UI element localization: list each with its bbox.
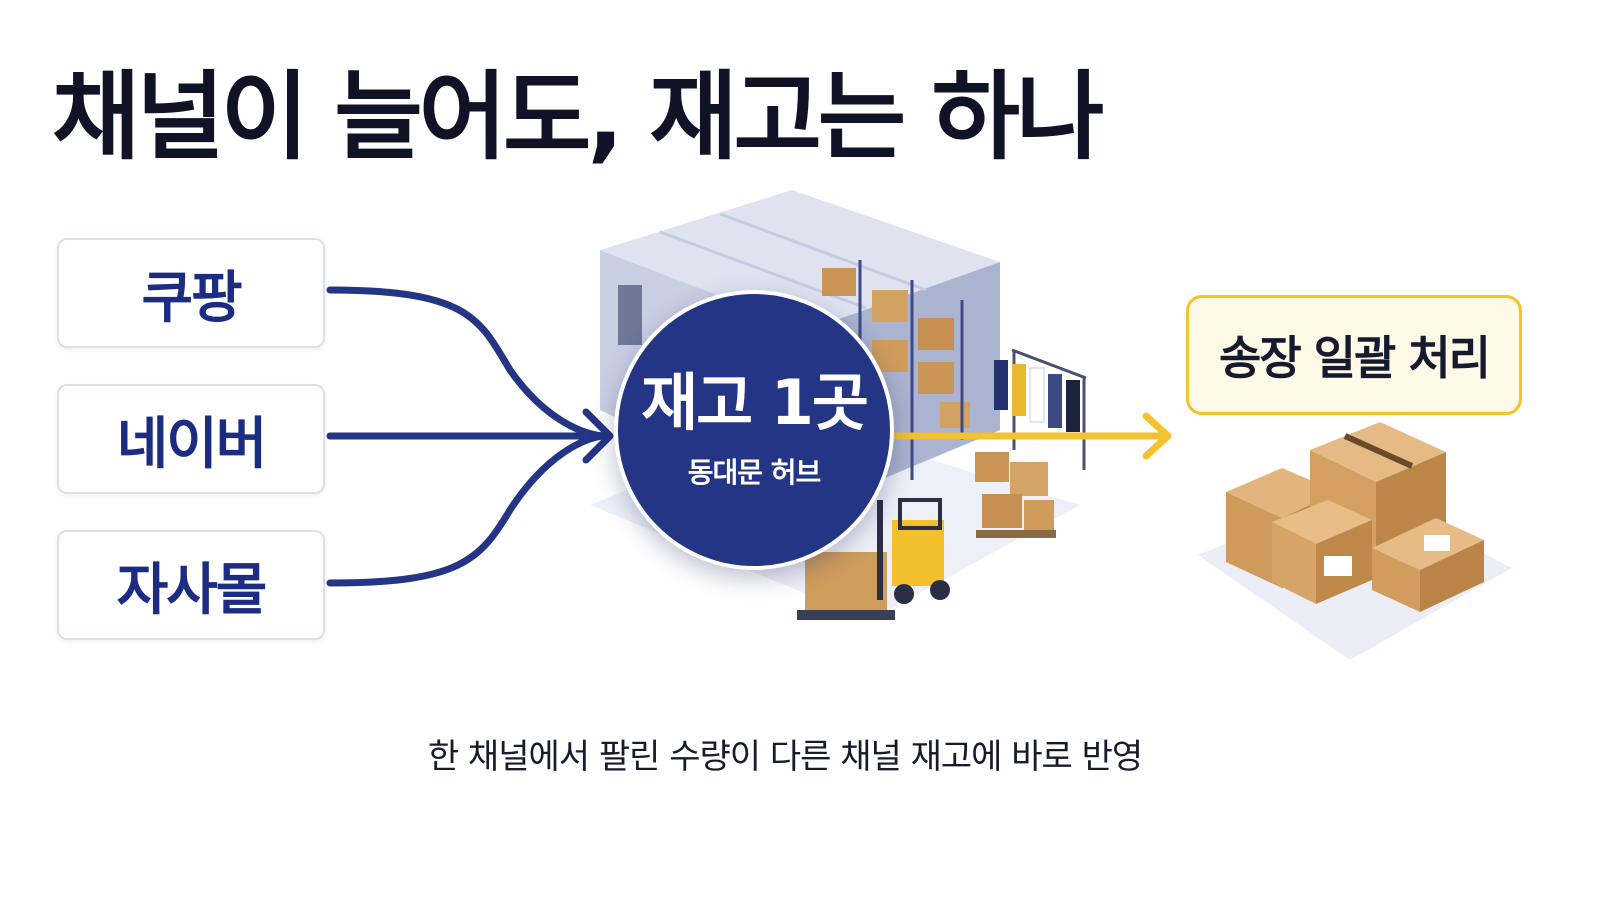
box-stack-icon: [975, 452, 1056, 538]
clothing-rack-icon: [994, 348, 1087, 470]
channel-flow-lines: [326, 286, 614, 587]
arrow-head-yellow: [1142, 412, 1172, 460]
channel-own-mall: 자사몰: [57, 530, 325, 640]
invoice-batch-box: 송장 일괄 처리: [1186, 295, 1522, 415]
channel-label: 자사몰: [116, 557, 268, 623]
output-arrow: [891, 412, 1172, 460]
channel-label: 쿠팡: [141, 265, 242, 331]
hub-title: 재고 1곳: [641, 365, 869, 439]
forklift-icon: [797, 498, 950, 620]
headline: 채널이 늘어도, 재고는 하나: [52, 61, 1104, 173]
package-stack-illustration: [1226, 422, 1484, 612]
arrow-head-navy: [582, 408, 614, 464]
channel-label: 네이버: [116, 411, 268, 477]
inventory-hub-circle: 재고 1곳 동대문 허브: [614, 290, 894, 570]
flow-line-own-mall: [326, 432, 610, 587]
invoice-batch-label: 송장 일괄 처리: [1219, 331, 1491, 385]
hub-subtitle: 동대문 허브: [687, 456, 822, 490]
channel-naver: 네이버: [57, 384, 325, 494]
caption: 한 채널에서 팔린 수량이 다른 채널 재고에 바로 반영: [427, 737, 1143, 777]
shelf-boxes: [822, 260, 970, 480]
channel-coupang: 쿠팡: [57, 238, 325, 348]
flow-line-coupang: [326, 286, 610, 440]
